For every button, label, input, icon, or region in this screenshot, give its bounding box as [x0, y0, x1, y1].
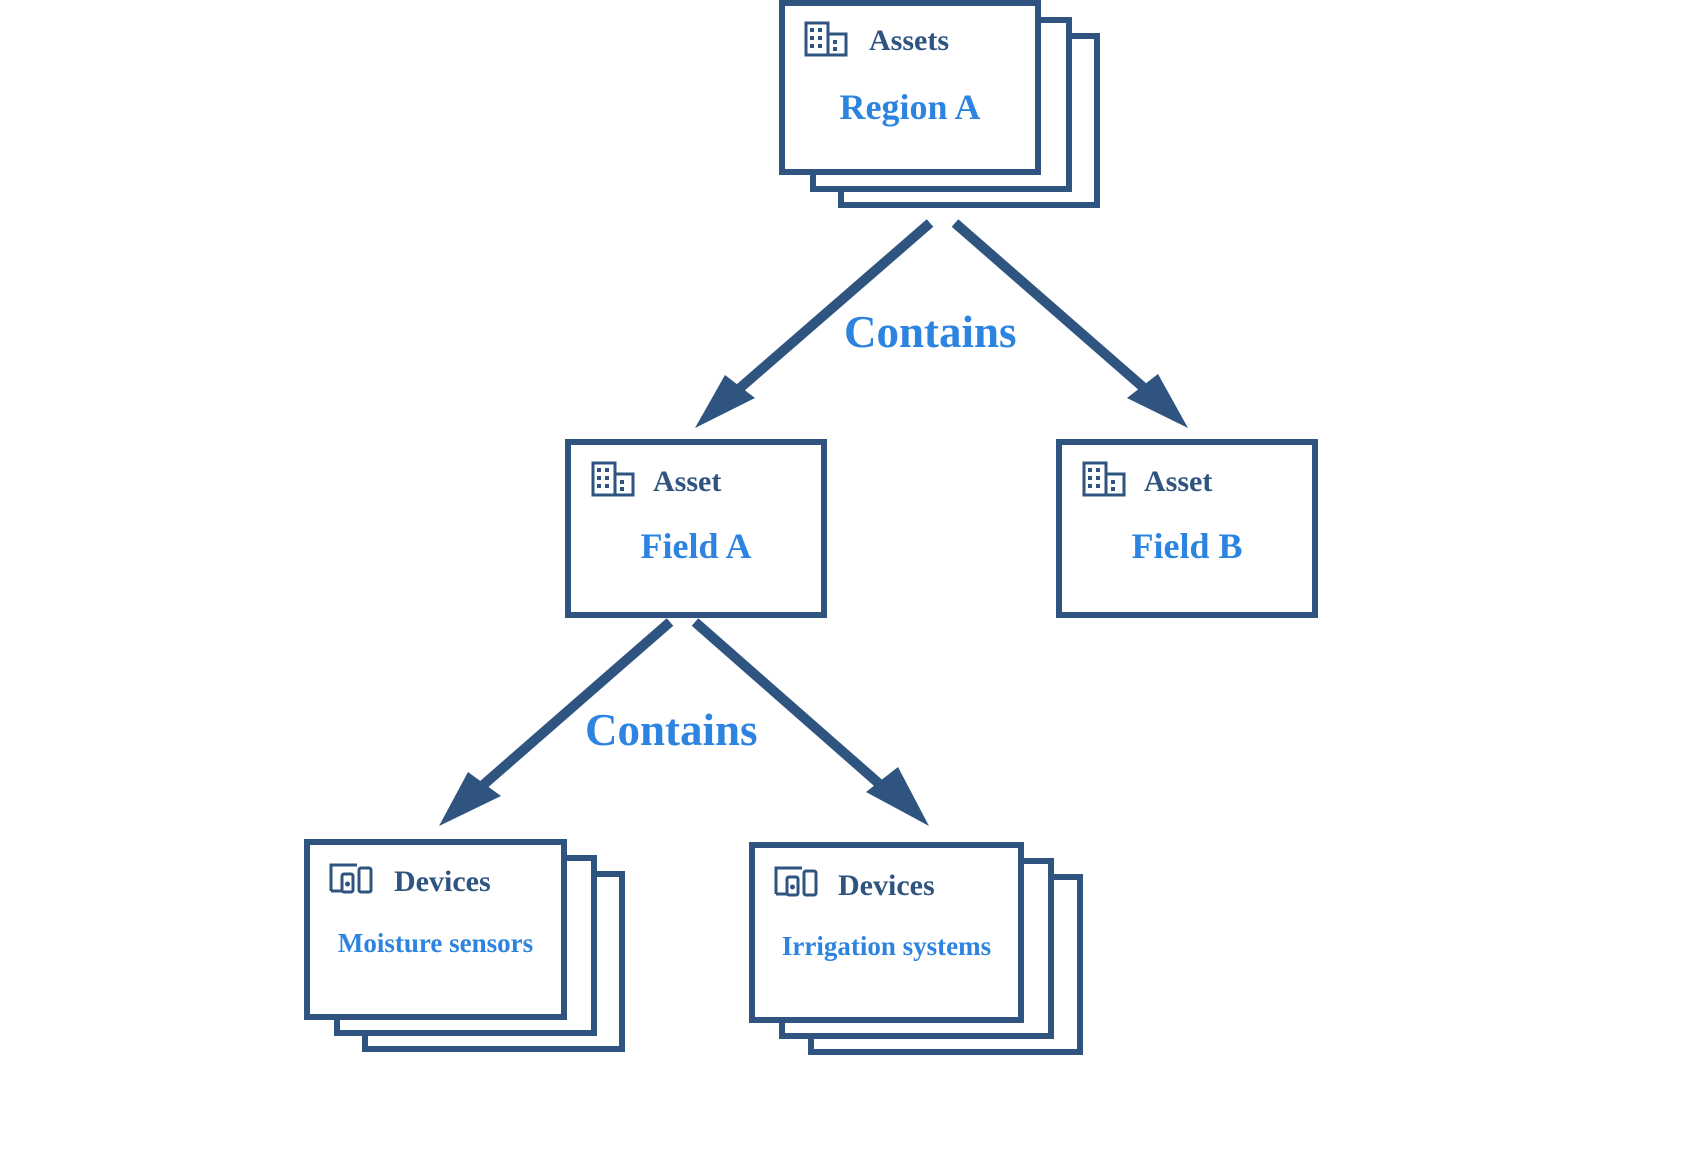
field-a-name: Field A — [640, 526, 752, 566]
building-icon — [1082, 461, 1126, 497]
devices-icon — [329, 863, 373, 894]
arrow-region-a-to-field-a — [695, 219, 934, 428]
arrow-field-a-to-irrigation-systems — [691, 618, 929, 826]
field-b-name: Field B — [1131, 526, 1243, 566]
contains-label-middle: Contains — [585, 705, 758, 755]
irrigation-systems-kind-label: Devices — [838, 869, 935, 902]
field-a-node: Asset Field A — [565, 439, 827, 618]
irrigation-systems-node: Devices Irrigation systems — [749, 842, 1024, 1023]
region-a-kind-label: Assets — [869, 24, 949, 57]
arrow-field-a-to-moisture-sensors — [439, 618, 674, 826]
moisture-sensors-kind-label: Devices — [394, 865, 491, 898]
arrow-region-a-to-field-b — [951, 219, 1188, 428]
region-a-name: Region A — [839, 87, 981, 127]
field-b-node: Asset Field B — [1056, 439, 1318, 618]
field-a-kind-label: Asset — [653, 465, 722, 498]
building-icon — [804, 21, 848, 57]
devices-icon — [774, 866, 818, 897]
building-icon — [591, 461, 635, 497]
moisture-sensors-name: Moisture sensors — [337, 928, 534, 958]
irrigation-systems-name: Irrigation systems — [781, 931, 992, 961]
region-a-node: Assets Region A — [779, 0, 1041, 175]
contains-label-top: Contains — [844, 307, 1017, 357]
moisture-sensors-node: Devices Moisture sensors — [304, 839, 567, 1020]
field-b-kind-label: Asset — [1144, 465, 1213, 498]
